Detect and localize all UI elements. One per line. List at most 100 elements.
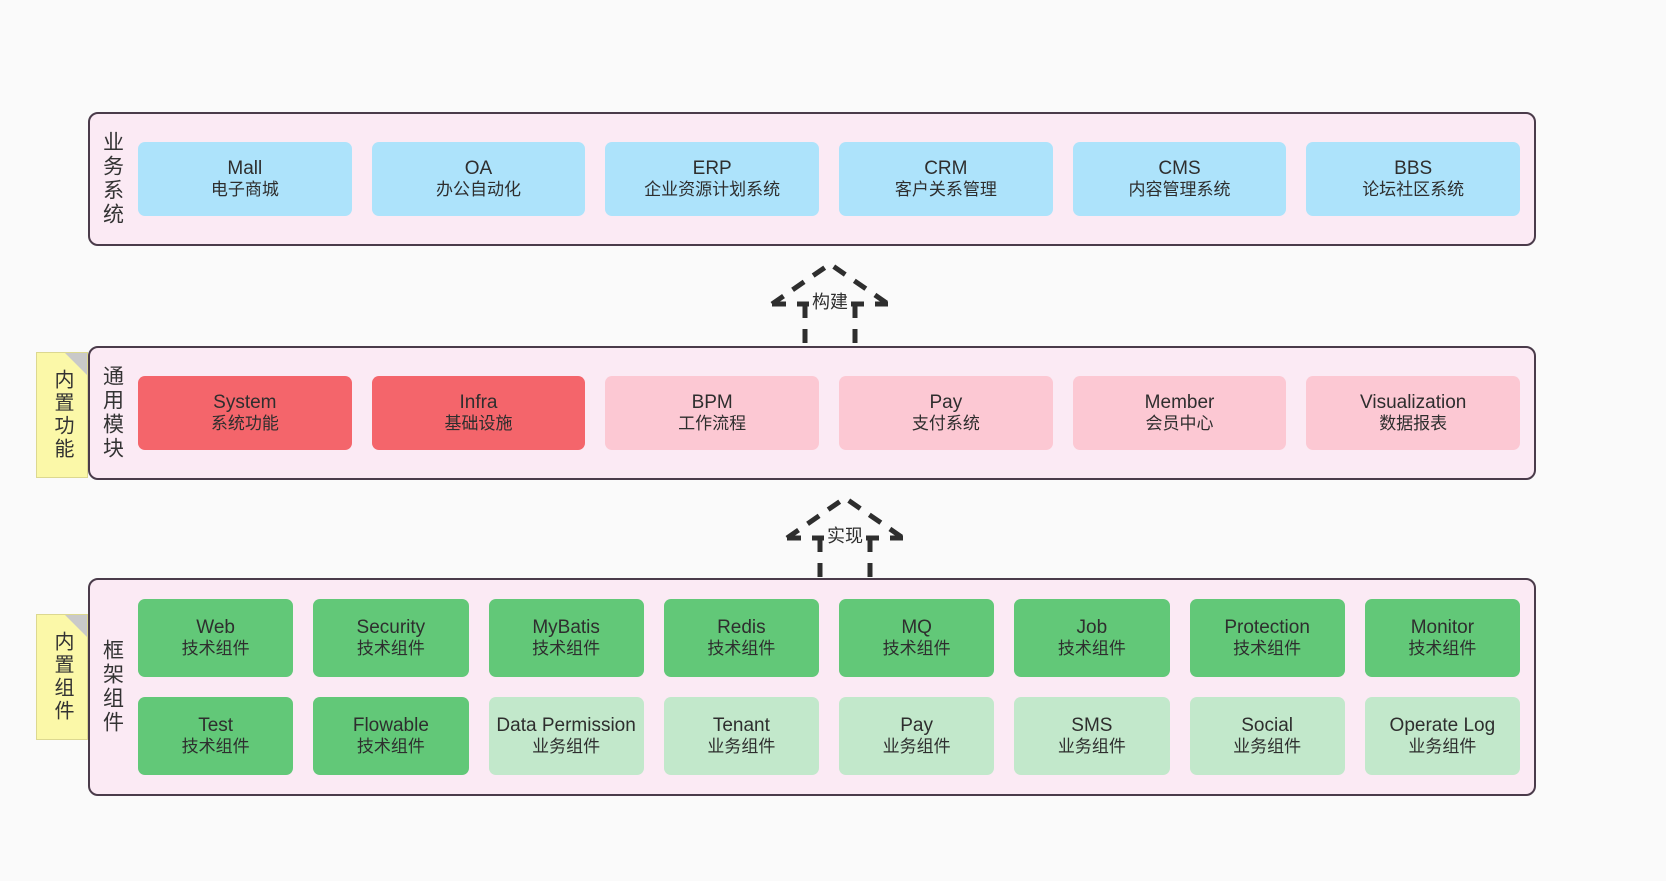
component-name: CRM [924, 158, 968, 180]
component-desc: 系统功能 [210, 414, 279, 434]
component-name: ERP [692, 158, 732, 180]
note-builtin-component: 内置组件 [36, 614, 88, 740]
layer-title-common-modules: 通用模块 [100, 365, 124, 461]
component-name: Job [1076, 617, 1108, 639]
component-desc: 数据报表 [1379, 414, 1448, 434]
note-fold-corner [65, 615, 87, 637]
component-desc: 办公自动化 [436, 180, 521, 200]
component-desc: 业务组件 [1233, 737, 1302, 757]
component-name: BBS [1394, 158, 1433, 180]
component-desc: 技术组件 [882, 639, 951, 659]
component-name: Test [198, 715, 234, 737]
component-name: Social [1241, 715, 1293, 737]
connector-build-label: 构建 [809, 288, 851, 314]
component-desc: 技术组件 [1057, 639, 1126, 659]
connector-build: 构建 [750, 258, 910, 348]
note-builtin-function-label: 内置功能 [51, 369, 73, 461]
component-name: Protection [1224, 617, 1310, 639]
component-desc: 业务组件 [707, 737, 776, 757]
component-name: Security [356, 617, 426, 639]
component-name: Pay [900, 715, 933, 737]
component-desc: 内容管理系统 [1128, 180, 1231, 200]
component-name: Data Permission [496, 715, 636, 737]
component-desc: 论坛社区系统 [1362, 180, 1465, 200]
component-name: MyBatis [532, 617, 600, 639]
component-name: BPM [691, 392, 733, 414]
component-name: OA [464, 158, 493, 180]
component-desc: 技术组件 [1408, 639, 1477, 659]
component-name: Web [196, 617, 235, 639]
component-name: Visualization [1360, 392, 1467, 414]
component-desc: 客户关系管理 [894, 180, 997, 200]
component-name: Pay [929, 392, 963, 414]
layer-title-framework-components: 框架组件 [100, 639, 124, 735]
layer-title-business-systems: 业务系统 [100, 131, 124, 227]
component-name: MQ [901, 617, 932, 639]
connector-implement: 实现 [765, 492, 925, 582]
component-desc: 工作流程 [678, 414, 747, 434]
component-desc: 支付系统 [911, 414, 980, 434]
component-desc: 技术组件 [532, 639, 601, 659]
component-desc: 企业资源计划系统 [644, 180, 781, 200]
component-name: Tenant [712, 715, 770, 737]
component-name: Redis [717, 617, 766, 639]
component-desc: 技术组件 [356, 737, 425, 757]
component-name: CMS [1158, 158, 1201, 180]
component-desc: 业务组件 [882, 737, 951, 757]
component-name: System [213, 392, 277, 414]
component-desc: 基础设施 [444, 414, 513, 434]
component-desc: 电子商城 [210, 180, 279, 200]
note-fold-corner [65, 353, 87, 375]
component-desc: 技术组件 [707, 639, 776, 659]
component-name: Flowable [352, 715, 429, 737]
component-name: Operate Log [1389, 715, 1496, 737]
note-builtin-function: 内置功能 [36, 352, 88, 478]
component-name: Mall [227, 158, 263, 180]
component-name: Member [1144, 392, 1215, 414]
component-name: SMS [1071, 715, 1113, 737]
component-desc: 技术组件 [356, 639, 425, 659]
component-desc: 技术组件 [1233, 639, 1302, 659]
component-name: Monitor [1410, 617, 1475, 639]
component-desc: 业务组件 [1057, 737, 1126, 757]
component-desc: 业务组件 [1408, 737, 1477, 757]
component-desc: 会员中心 [1145, 414, 1214, 434]
component-desc: 技术组件 [181, 737, 250, 757]
